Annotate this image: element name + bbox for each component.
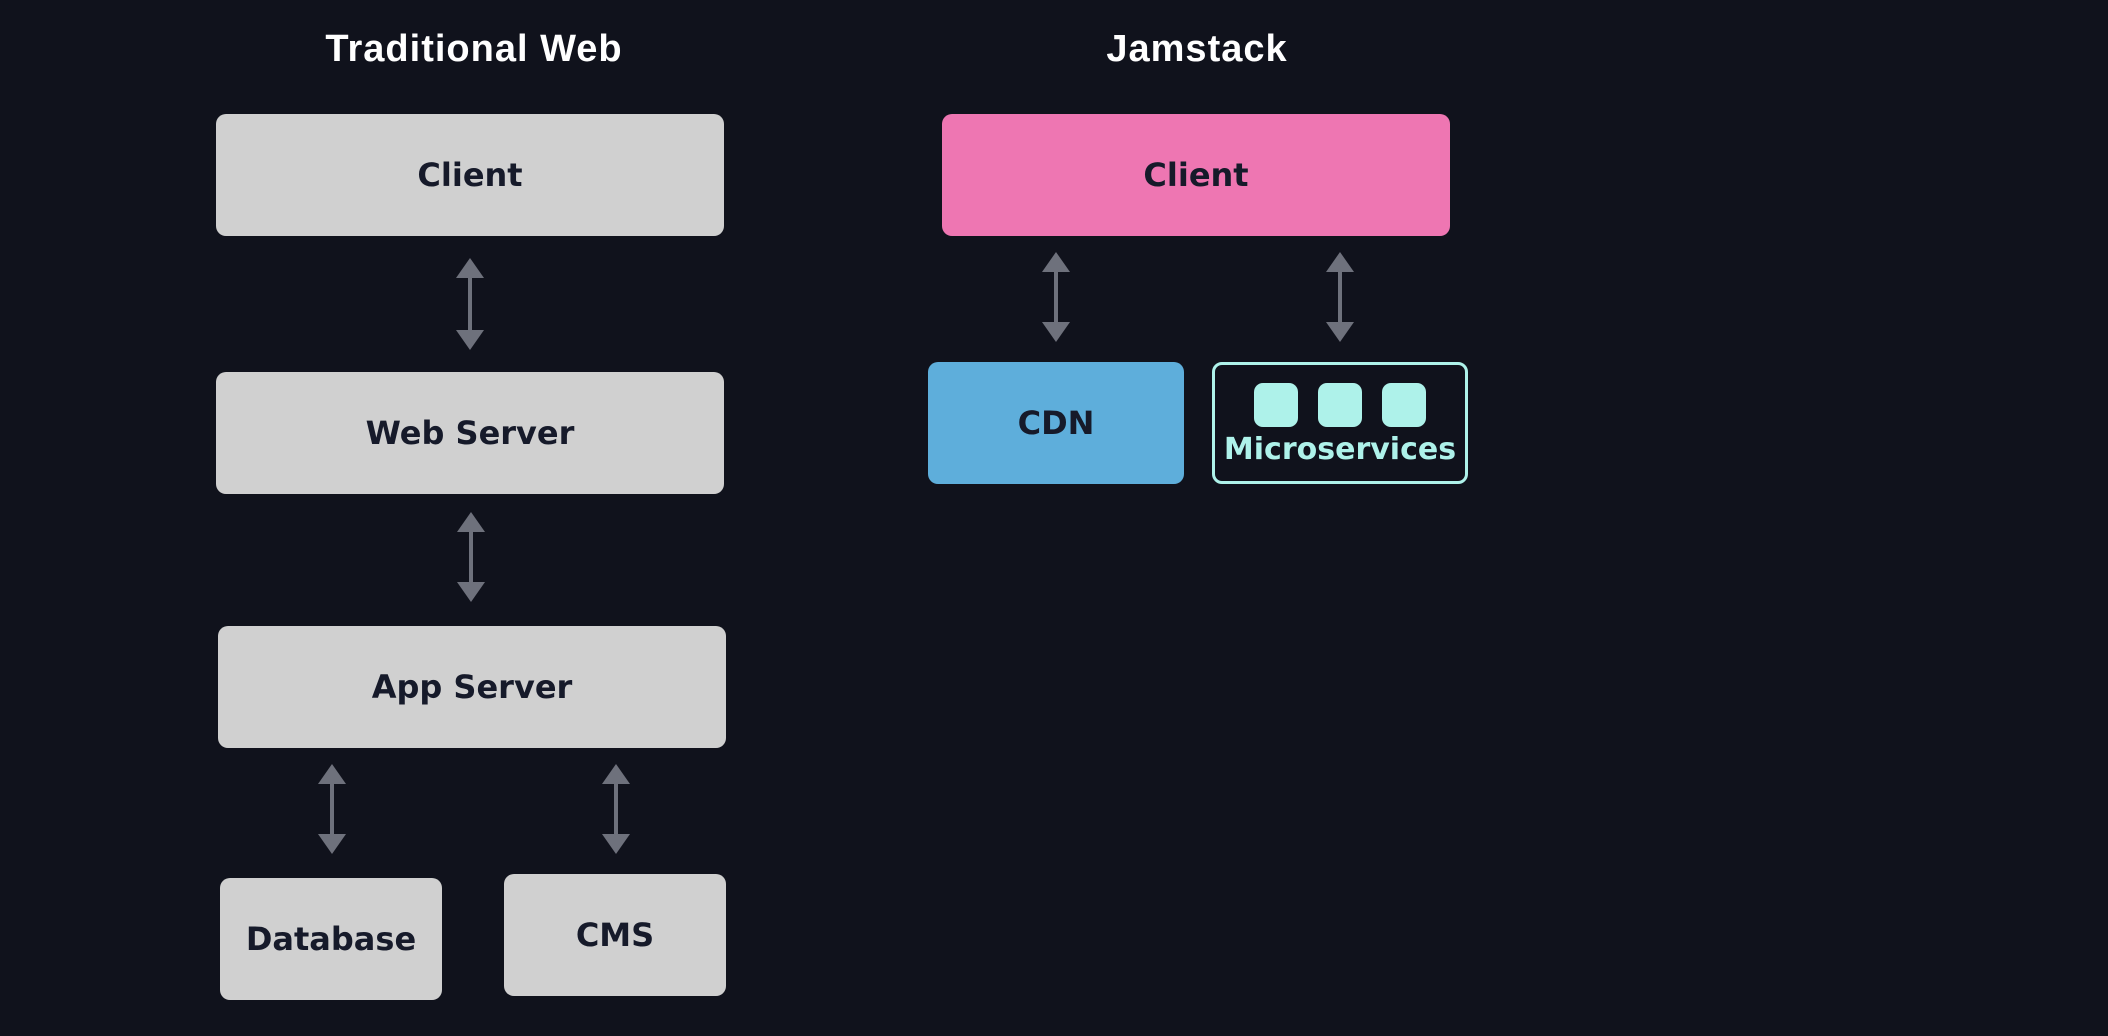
cms-label: CMS — [575, 916, 655, 954]
arrow-client-webserver — [456, 258, 484, 350]
app-server-box: App Server — [218, 626, 726, 748]
service-square-icon — [1382, 383, 1426, 427]
service-square-icon — [1318, 383, 1362, 427]
cdn-label: CDN — [1017, 404, 1095, 442]
jamstack-title: Jamstack — [1106, 28, 1288, 70]
app-server-label: App Server — [371, 668, 573, 706]
traditional-web-title: Traditional Web — [325, 28, 623, 70]
jamstack-client-label: Client — [1143, 156, 1249, 194]
traditional-client-label: Client — [417, 156, 523, 194]
traditional-client-box: Client — [216, 114, 724, 236]
arrow-appserver-database — [318, 764, 346, 854]
service-square-icon — [1254, 383, 1298, 427]
web-server-label: Web Server — [365, 414, 575, 452]
database-box: Database — [220, 878, 442, 1000]
arrow-appserver-cms — [602, 764, 630, 854]
arrow-client-cdn — [1042, 252, 1070, 342]
microservices-label: Microservices — [1223, 432, 1457, 467]
jamstack-client-box: Client — [942, 114, 1450, 236]
arrow-client-microservices — [1326, 252, 1354, 342]
web-server-box: Web Server — [216, 372, 724, 494]
microservices-box: Microservices — [1212, 362, 1468, 484]
database-label: Database — [245, 920, 417, 958]
arrow-webserver-appserver — [457, 512, 485, 602]
cms-box: CMS — [504, 874, 726, 996]
microservices-icon — [1254, 383, 1426, 427]
cdn-box: CDN — [928, 362, 1184, 484]
